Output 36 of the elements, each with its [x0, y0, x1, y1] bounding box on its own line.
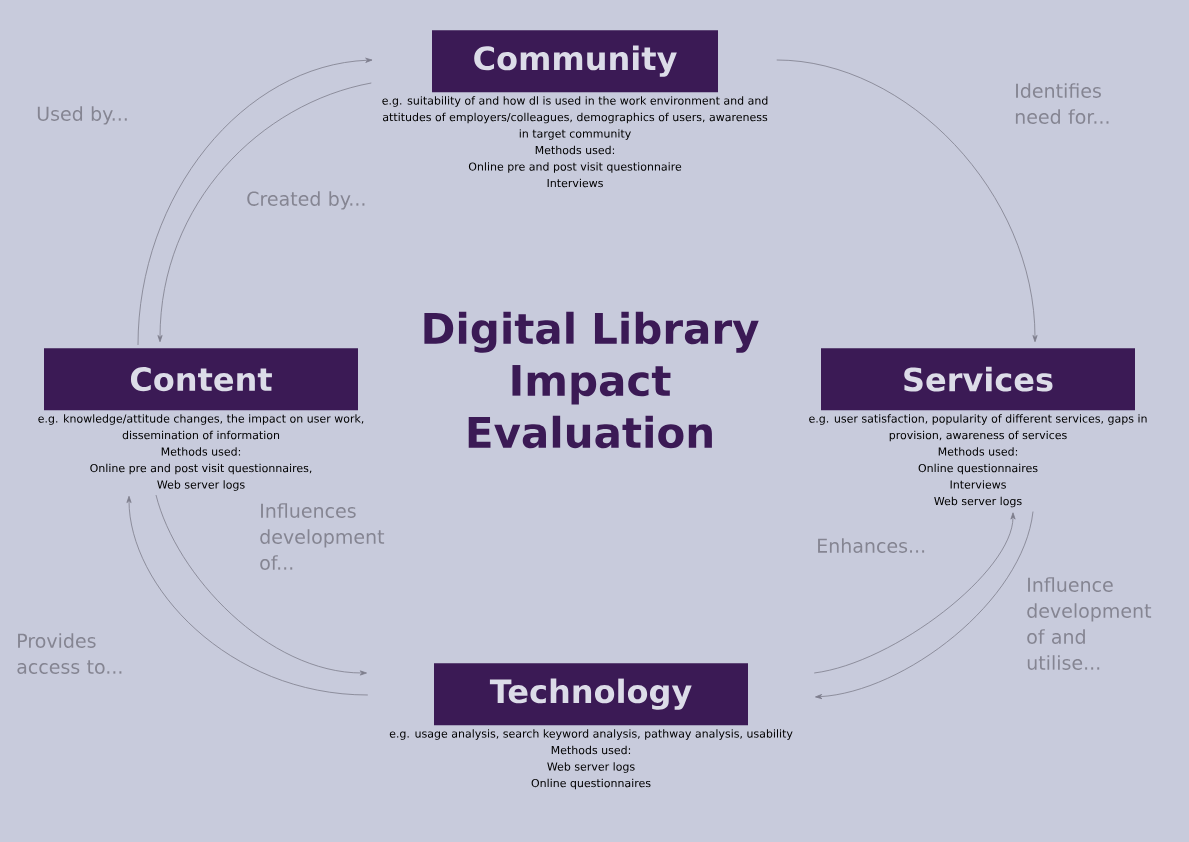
arrow: [126, 495, 369, 696]
description-text: Web server logs: [934, 496, 1022, 508]
description-text: e.g. user satisfaction, popularity of different services, gaps in provision, awareness of services: [809, 414, 1147, 442]
description-text: Methods used:: [535, 145, 615, 155]
heading-bar: Technology: [434, 663, 748, 726]
edge-label: Influence development of and utilise...: [1027, 577, 1152, 670]
description-text: Online questionnaires: [531, 778, 651, 790]
description-text: Methods used:: [551, 745, 631, 755]
edge-label: Provides access to...: [17, 633, 122, 674]
description-text: e.g. usage analysis, search keyword analysis, pathway analysis, usability: [389, 729, 793, 740]
edge-label: Influences development of...: [260, 503, 385, 570]
arrow: [157, 82, 372, 343]
description-text: Online pre and post visit questionnaires,: [90, 463, 312, 475]
heading-bar: Services: [821, 348, 1135, 411]
description-text: Methods used:: [161, 447, 241, 456]
heading-bar: Community: [432, 30, 718, 93]
description-text: Interviews: [950, 480, 1006, 489]
description-text: Interviews: [547, 178, 603, 188]
heading-bar: Content: [44, 348, 358, 411]
edge-label: Enhances...: [818, 538, 925, 553]
description-text: e.g. suitability of and how dl is used in the work environment and and attitudes of employers/colleagues, demographics of users, awareness in target community: [382, 96, 768, 140]
arrow: [776, 59, 1038, 343]
arrow: [137, 57, 373, 346]
description-text: Web server logs: [157, 480, 245, 491]
arrow: [155, 494, 367, 676]
description-text: Methods used:: [938, 447, 1018, 456]
arrow: [813, 512, 1016, 674]
description-text: Online pre and post visit questionnaire: [468, 162, 682, 173]
arrow: [815, 511, 1034, 700]
edge-label: Identifies need for...: [1015, 83, 1109, 124]
description-text: Online questionnaires: [918, 463, 1038, 475]
description-text: Web server logs: [547, 762, 635, 773]
diagram-title: Digital Library Impact Evaluation: [424, 311, 759, 449]
description-text: e.g. knowledge/attitude changes, the impact on user work, dissemination of information: [38, 414, 364, 440]
edge-label: Created by...: [247, 191, 365, 210]
edge-label: Used by...: [37, 106, 127, 125]
